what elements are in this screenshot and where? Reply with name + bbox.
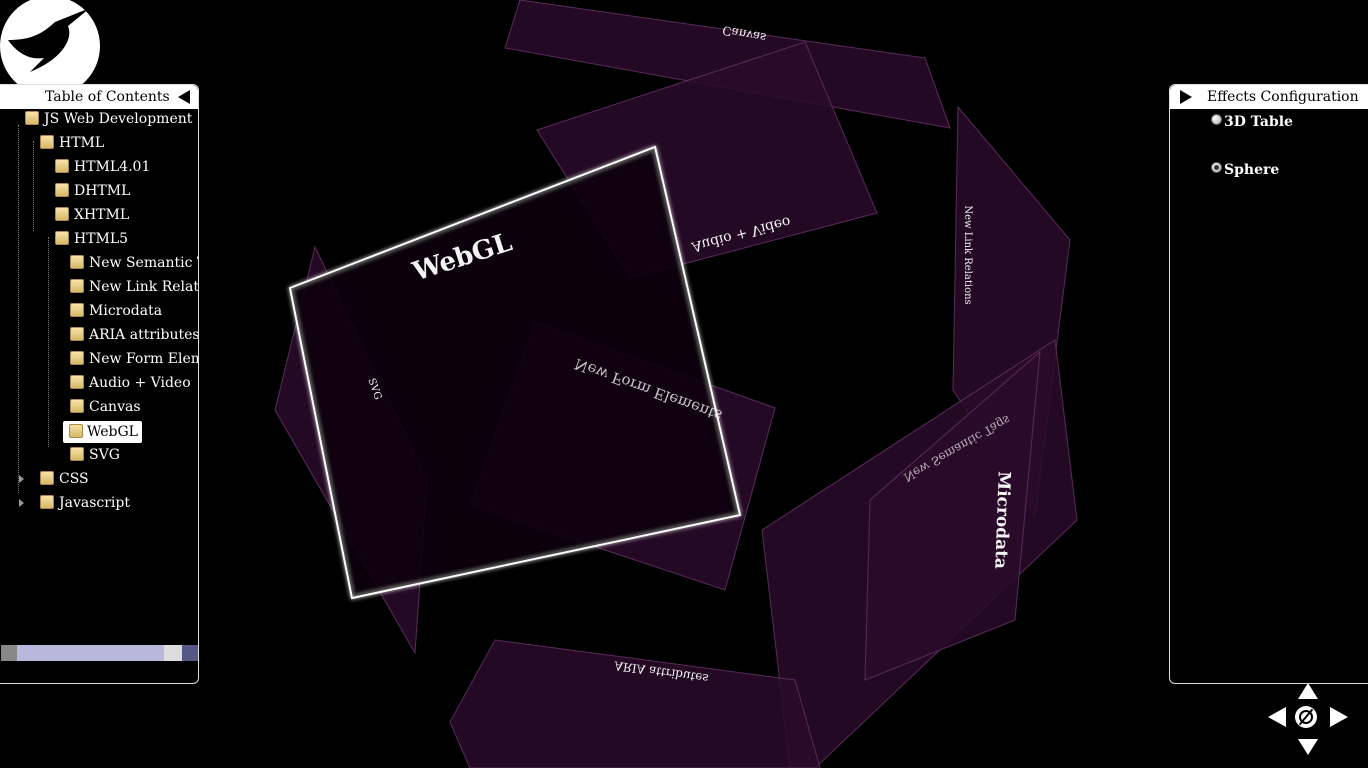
- toc-collapse-icon[interactable]: [178, 90, 190, 104]
- card-aria[interactable]: [449, 639, 821, 768]
- tree-item-js-web-development[interactable]: JS Web Development: [25, 111, 192, 129]
- folder-icon: [70, 351, 84, 365]
- folder-icon: [70, 399, 84, 413]
- tree-item-svg[interactable]: SVG: [70, 445, 120, 465]
- scroll-thumb[interactable]: [17, 645, 164, 661]
- navigation-control: [1266, 682, 1350, 760]
- tree-item-html401[interactable]: HTML4.01: [55, 157, 150, 177]
- tree-item-css[interactable]: CSS: [40, 469, 89, 489]
- folder-icon: [40, 495, 54, 509]
- folder-icon: [40, 471, 54, 485]
- tree-item-xhtml[interactable]: XHTML: [55, 205, 129, 225]
- effects-title: Effects Configuration: [1207, 89, 1359, 105]
- expand-css-icon[interactable]: [19, 475, 24, 483]
- folder-icon: [40, 135, 54, 149]
- tree-item-javascript[interactable]: Javascript: [40, 493, 130, 513]
- tree-item-webgl[interactable]: WebGL: [63, 421, 142, 443]
- up-arrow-icon[interactable]: [1298, 683, 1318, 699]
- folder-icon: [55, 183, 69, 197]
- card-semantic[interactable]: [864, 350, 1041, 681]
- reset-icon[interactable]: [1295, 706, 1317, 728]
- radio-3d-table[interactable]: [1211, 114, 1222, 125]
- folder-icon: [70, 327, 84, 341]
- toc-panel: Table of Contents JS Web Development HTM…: [0, 84, 199, 684]
- option-3d-table[interactable]: 3D Table: [1211, 114, 1293, 130]
- folder-icon: [70, 375, 84, 389]
- folder-icon: [55, 231, 69, 245]
- tree-item-new-semantic-tags[interactable]: New Semantic T: [70, 253, 198, 273]
- card-canvas[interactable]: [504, 0, 951, 129]
- toc-tree: JS Web Development HTML HTML4.01 DHTML X…: [1, 111, 198, 651]
- scroll-left-button[interactable]: [1, 645, 17, 661]
- tree-item-new-link-relations[interactable]: New Link Relatio: [70, 277, 198, 297]
- folder-icon: [55, 159, 69, 173]
- radio-sphere[interactable]: [1211, 162, 1222, 173]
- card-microdata-label: Microdata: [990, 471, 1013, 569]
- option-sphere[interactable]: Sphere: [1211, 162, 1279, 178]
- tree-item-aria-attributes[interactable]: ARIA attributes: [70, 325, 198, 345]
- toc-header: Table of Contents: [0, 85, 198, 109]
- down-arrow-icon[interactable]: [1298, 739, 1318, 755]
- folder-icon: [70, 447, 84, 461]
- effects-toggle-icon[interactable]: [1180, 90, 1192, 104]
- folder-icon: [69, 424, 83, 438]
- tree-item-dhtml[interactable]: DHTML: [55, 181, 130, 201]
- toc-horizontal-scrollbar[interactable]: [1, 645, 198, 661]
- right-arrow-icon[interactable]: [1330, 707, 1348, 727]
- scroll-right-button[interactable]: [164, 645, 182, 661]
- card-webgl[interactable]: [288, 145, 742, 600]
- tree-item-new-form-elements[interactable]: New Form Elem: [70, 349, 198, 369]
- tree-item-audio-video[interactable]: Audio + Video: [70, 373, 191, 393]
- tree-item-html[interactable]: HTML: [40, 133, 104, 153]
- left-arrow-icon[interactable]: [1268, 707, 1286, 727]
- toc-title: Table of Contents: [45, 89, 170, 105]
- tree-item-canvas[interactable]: Canvas: [70, 397, 141, 417]
- effects-header: Effects Configuration: [1170, 85, 1368, 109]
- folder-icon: [70, 279, 84, 293]
- card-link-relations-label: New Link Relations: [962, 205, 973, 304]
- swallow-logo: [0, 0, 100, 92]
- tree-item-html5[interactable]: HTML5: [55, 229, 128, 249]
- folder-icon: [70, 255, 84, 269]
- tree-item-microdata[interactable]: Microdata: [70, 301, 162, 321]
- folder-icon: [70, 303, 84, 317]
- effects-panel: Effects Configuration 3D Table Sphere: [1169, 84, 1368, 684]
- folder-icon: [55, 207, 69, 221]
- expand-javascript-icon[interactable]: [19, 499, 24, 507]
- folder-icon: [25, 111, 39, 125]
